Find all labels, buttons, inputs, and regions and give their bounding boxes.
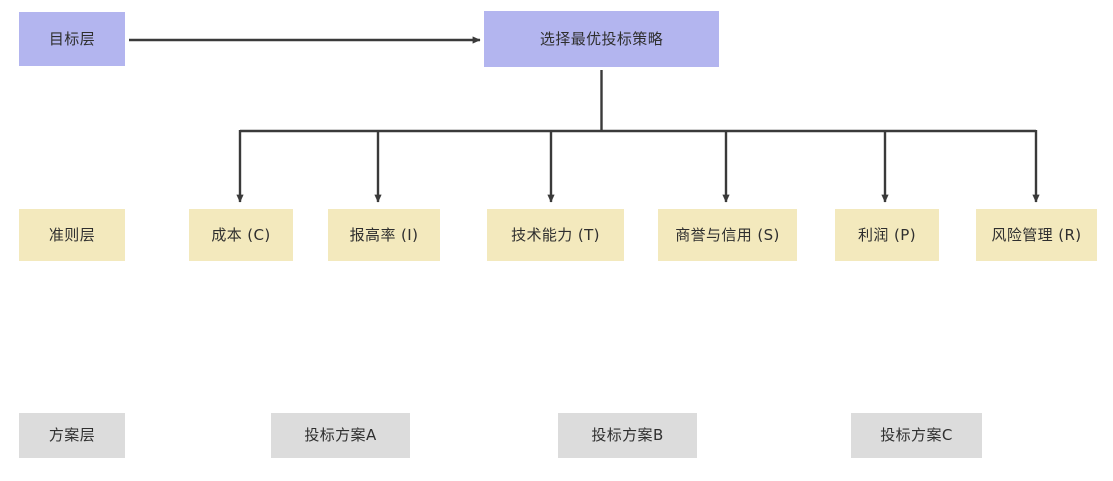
node-alternative-c[interactable]: 投标方案C — [848, 410, 985, 461]
layer-label-alternative-text: 方案层 — [48, 426, 96, 445]
node-criterion-technical[interactable]: 技术能力 (T) — [484, 206, 627, 264]
node-criterion-technical-text: 技术能力 (T) — [511, 225, 600, 244]
node-criterion-reputation[interactable]: 商誉与信用 (S) — [655, 206, 800, 264]
node-alternative-a[interactable]: 投标方案A — [268, 410, 413, 461]
layer-label-criteria-text: 准则层 — [48, 225, 96, 244]
node-alternative-c-text: 投标方案C — [880, 426, 953, 445]
node-goal-main[interactable]: 选择最优投标策略 — [481, 8, 722, 70]
node-criterion-profit[interactable]: 利润 (P) — [832, 206, 942, 264]
node-criterion-reputation-text: 商誉与信用 (S) — [675, 225, 780, 244]
node-criterion-markup-text: 报高率 (I) — [349, 225, 419, 244]
node-alternative-b[interactable]: 投标方案B — [555, 410, 700, 461]
node-alternative-a-text: 投标方案A — [304, 426, 377, 445]
node-criterion-cost-text: 成本 (C) — [211, 225, 271, 244]
layer-label-goal[interactable]: 目标层 — [16, 9, 128, 69]
node-criterion-risk-text: 风险管理 (R) — [991, 225, 1082, 244]
layer-label-alternative[interactable]: 方案层 — [16, 410, 128, 461]
node-criterion-cost[interactable]: 成本 (C) — [186, 206, 296, 264]
node-criterion-markup[interactable]: 报高率 (I) — [325, 206, 443, 264]
layer-label-goal-text: 目标层 — [48, 29, 96, 48]
layer-label-criteria[interactable]: 准则层 — [16, 206, 128, 264]
node-criterion-profit-text: 利润 (P) — [858, 225, 916, 244]
node-alternative-b-text: 投标方案B — [591, 426, 664, 445]
node-goal-main-text: 选择最优投标策略 — [539, 29, 664, 48]
node-criterion-risk[interactable]: 风险管理 (R) — [973, 206, 1100, 264]
